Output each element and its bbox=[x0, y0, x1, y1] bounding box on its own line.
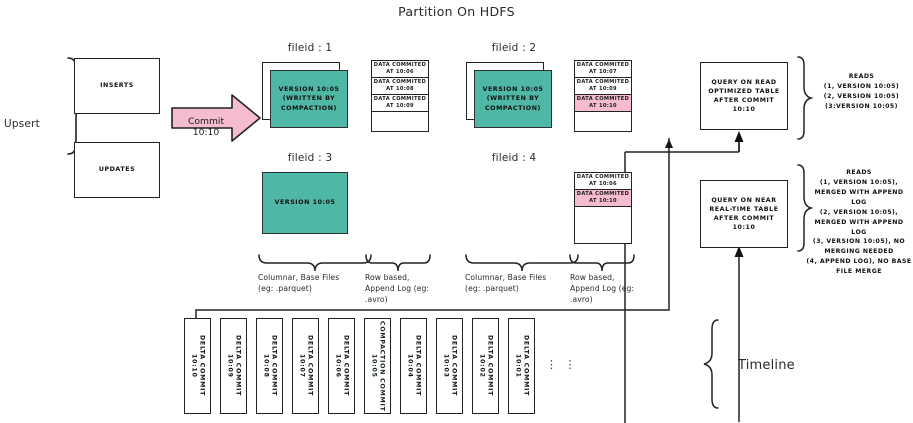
timeline-commit-label: DELTA COMMIT 10:07 bbox=[298, 335, 314, 397]
timeline-commit-0[interactable]: DELTA COMMIT 10:10 bbox=[184, 318, 211, 414]
timeline-commit-label: DELTA COMMIT 10:02 bbox=[478, 335, 494, 397]
reads-read-optimized: READS (1, VERSION 10:05) (2, VERSION 10:… bbox=[823, 73, 900, 110]
inserts-label: INSERTS bbox=[100, 82, 134, 90]
timeline-commit-label: DELTA COMMIT 10:10 bbox=[190, 335, 206, 397]
timeline-commit-9[interactable]: DELTA COMMIT 10:01 bbox=[508, 318, 535, 414]
log-row-text: DATA COMMITED AT 10:06 bbox=[373, 62, 427, 75]
timeline-label: Timeline bbox=[738, 358, 795, 373]
log-row-text: DATA COMMITED AT 10:07 bbox=[576, 62, 630, 75]
query-near-real-time-box[interactable]: QUERY ON NEAR REAL-TIME TABLE AFTER COMM… bbox=[700, 180, 788, 248]
log-row-text: DATA COMMITED AT 10:08 bbox=[373, 79, 427, 92]
timeline-commit-6[interactable]: DELTA COMMIT 10:04 bbox=[400, 318, 427, 414]
log-row: DATA COMMITED AT 10:08 bbox=[372, 78, 428, 95]
reads-near-real-time: READS (1, VERSION 10:05), MERGED WITH AP… bbox=[806, 169, 912, 276]
log-row: DATA COMMITED AT 10:06 bbox=[372, 61, 428, 78]
timeline-commit-label: DELTA COMMIT 10:04 bbox=[406, 335, 422, 397]
fileid-2-header: fileid : 2 bbox=[491, 42, 537, 54]
log-row-text: DATA COMMITED AT 10:09 bbox=[373, 96, 427, 109]
log-row-highlighted: DATA COMMITED AT 10:10 bbox=[575, 95, 631, 112]
fileid-1-base-label: VERSION 10:05 (WRITTEN BY COMPACTION) bbox=[278, 86, 340, 112]
timeline-commit-7[interactable]: DELTA COMMIT 10:03 bbox=[436, 318, 463, 414]
log-row-text: DATA COMMITED AT 10:09 bbox=[576, 79, 630, 92]
timeline-commit-label: DELTA COMMIT 10:01 bbox=[514, 335, 530, 397]
timeline-commit-label: DELTA COMMIT 10:08 bbox=[262, 335, 278, 397]
log-row-empty bbox=[372, 112, 428, 132]
log-row: DATA COMMITED AT 10:07 bbox=[575, 61, 631, 78]
timeline-commit-1[interactable]: DELTA COMMIT 10:09 bbox=[220, 318, 247, 414]
fileid-4-header: fileid : 4 bbox=[491, 152, 537, 164]
commit-arrow-label: Commit 10:10 bbox=[187, 116, 225, 138]
query-near-real-time-label: QUERY ON NEAR REAL-TIME TABLE AFTER COMM… bbox=[709, 196, 779, 232]
timeline-commit-label: DELTA COMMIT 10:09 bbox=[226, 335, 242, 397]
log-row-text: DATA COMMITED AT 10:06 bbox=[576, 174, 630, 187]
updates-box[interactable]: UPDATES bbox=[74, 142, 160, 198]
log-row-text: DATA COMMITED AT 10:10 bbox=[576, 96, 630, 109]
caption-columnar-left: Columnar, Base Files (eg: .parquet) bbox=[258, 273, 340, 293]
caption-columnar-right: Columnar, Base Files (eg: .parquet) bbox=[465, 273, 547, 293]
timeline-commit-4[interactable]: DELTA COMMIT 10:06 bbox=[328, 318, 355, 414]
fileid-1-header: fileid : 1 bbox=[287, 42, 333, 54]
fileid-3-header: fileid : 3 bbox=[287, 152, 333, 164]
timeline-commit-label: COMPACTION COMMIT 10:05 bbox=[370, 320, 386, 412]
fileid-1-append-log[interactable]: DATA COMMITED AT 10:06 DATA COMMITED AT … bbox=[371, 60, 429, 132]
log-row-empty bbox=[575, 207, 631, 244]
fileid-4-append-log[interactable]: DATA COMMITED AT 10:06 DATA COMMITED AT … bbox=[574, 172, 632, 244]
fileid-2-base-file[interactable]: VERSION 10:05 (WRITTEN BY COMPACTION) bbox=[474, 70, 552, 128]
log-row-empty bbox=[575, 112, 631, 132]
inserts-box[interactable]: INSERTS bbox=[74, 58, 160, 114]
timeline-commit-8[interactable]: DELTA COMMIT 10:02 bbox=[472, 318, 499, 414]
log-row: DATA COMMITED AT 10:09 bbox=[372, 95, 428, 112]
fileid-3-base-file[interactable]: VERSION 10:05 bbox=[262, 172, 348, 234]
fileid-2-append-log[interactable]: DATA COMMITED AT 10:07 DATA COMMITED AT … bbox=[574, 60, 632, 132]
timeline-commit-label: DELTA COMMIT 10:06 bbox=[334, 335, 350, 397]
timeline-ellipsis: ⋮ ⋮ bbox=[546, 358, 578, 371]
fileid-1-base-file[interactable]: VERSION 10:05 (WRITTEN BY COMPACTION) bbox=[270, 70, 348, 128]
log-row: DATA COMMITED AT 10:06 bbox=[575, 173, 631, 190]
caption-rowbased-left: Row based, Append Log (eg: .avro) bbox=[365, 273, 430, 304]
upsert-label: Upsert bbox=[4, 118, 40, 130]
timeline-commit-compaction[interactable]: COMPACTION COMMIT 10:05 bbox=[364, 318, 391, 414]
timeline-commit-3[interactable]: DELTA COMMIT 10:07 bbox=[292, 318, 319, 414]
timeline-commit-2[interactable]: DELTA COMMIT 10:08 bbox=[256, 318, 283, 414]
log-row: DATA COMMITED AT 10:09 bbox=[575, 78, 631, 95]
log-row-highlighted: DATA COMMITED AT 10:10 bbox=[575, 190, 631, 207]
fileid-2-base-label: VERSION 10:05 (WRITTEN BY COMPACTION) bbox=[482, 86, 544, 112]
log-row-text: DATA COMMITED AT 10:10 bbox=[576, 191, 630, 204]
fileid-3-base-label: VERSION 10:05 bbox=[274, 199, 336, 207]
page-title: Partition On HDFS bbox=[398, 4, 515, 19]
query-read-optimized-box[interactable]: QUERY ON READ OPTIMIZED TABLE AFTER COMM… bbox=[700, 62, 788, 130]
updates-label: UPDATES bbox=[98, 166, 136, 174]
caption-rowbased-right: Row based, Append Log (eg: .avro) bbox=[570, 273, 635, 304]
timeline-commit-label: DELTA COMMIT 10:03 bbox=[442, 335, 458, 397]
query-read-optimized-label: QUERY ON READ OPTIMIZED TABLE AFTER COMM… bbox=[708, 78, 780, 114]
